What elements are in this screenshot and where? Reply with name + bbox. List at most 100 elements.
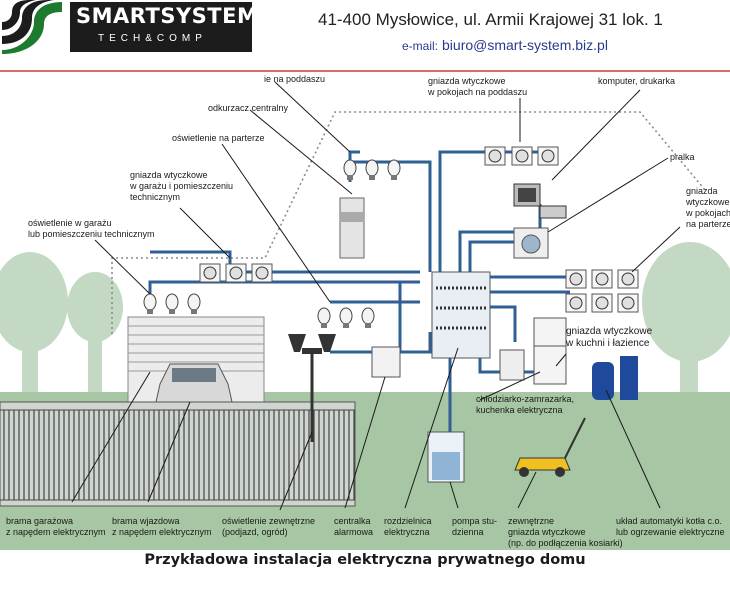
kitchen-appliances xyxy=(499,317,567,385)
light-bulb-icon xyxy=(187,293,201,314)
label-vacuum: odkurzacz centralny xyxy=(208,103,289,113)
label-line: oświetlenie zewnętrzne xyxy=(222,516,316,526)
socket-outlet-icon xyxy=(484,146,506,166)
washing-machine xyxy=(513,227,549,259)
lawn-mower xyxy=(514,417,586,477)
socket-outlet-icon xyxy=(251,263,273,283)
label-groundfloor-sockets: gniazda wtyczkowe w pokojach na parterze xyxy=(686,186,730,230)
light-bulb-icon xyxy=(339,307,353,328)
label-line: w pokojach xyxy=(686,208,730,218)
callout-leader-lines xyxy=(71,81,681,511)
alarm-panel xyxy=(371,346,401,378)
label-garage-lighting: oświetlenie w garażu lub pomieszczeniu t… xyxy=(28,218,155,240)
label-line: w garażu i pomieszczeniu xyxy=(130,181,234,191)
company-address: 41-400 Mysłowice, ul. Armii Krajowej 31 … xyxy=(318,10,663,29)
socket-outlet-icon xyxy=(591,269,613,289)
entrance-gate xyxy=(0,401,356,507)
socket-outlet-icon xyxy=(537,146,559,166)
label-washer: pralka xyxy=(670,152,695,162)
socket-outlet-icon xyxy=(565,269,587,289)
label-line: lub ogrzewanie elektryczne xyxy=(616,527,725,537)
light-bulb-icon xyxy=(165,293,179,314)
label-fridge-stove: chłodziarko-zamrazarka, kuchenka elektry… xyxy=(476,394,574,416)
label-line: technicznym xyxy=(130,192,181,202)
light-bulb-icon xyxy=(343,159,357,180)
label-line: gniazda wtyczkowe xyxy=(428,76,506,86)
wiring xyxy=(148,150,570,432)
label-line: lub pomieszczeniu technicznym xyxy=(28,229,155,239)
light-bulb-icon xyxy=(143,293,157,314)
header: SMARTSYSTEM TECH&COMP 41-400 Mysłowice, … xyxy=(0,0,730,70)
label-line: zewnętrzne xyxy=(508,516,555,526)
label-outdoor-lighting: oświetlenie zewnętrzne (podjazd, ogród) xyxy=(222,516,315,538)
label-line: chłodziarko-zamrazarka, xyxy=(476,394,575,404)
label-line: z napędem elektrycznym xyxy=(112,527,212,537)
light-bulb-icon xyxy=(361,307,375,328)
label-line: z napędem elektrycznym xyxy=(6,527,106,537)
label-line: centralka xyxy=(334,516,371,526)
logo-wordmark: SMARTSYSTEM TECH&COMP xyxy=(70,2,258,52)
label-line: na parterze xyxy=(686,219,730,229)
car xyxy=(155,363,233,403)
label-computer: komputer, drukarka xyxy=(598,76,676,86)
label-well-pump: pompa stu- dzienna xyxy=(452,516,497,538)
logo-sub-text: TECH&COMP xyxy=(98,33,207,44)
label-line: w pokojach na poddaszu xyxy=(428,87,528,97)
label-kitchen-sockets: gniazda wtyczkowe w kuchni i łazience xyxy=(566,326,652,350)
diagram-caption: Przykładowa instalacja elektryczna prywa… xyxy=(144,552,586,568)
label-attic-lighting: ie na poddaszu xyxy=(264,74,326,84)
label-line: układ automatyki kotła c.o. xyxy=(616,516,723,526)
label-line: dzienna xyxy=(452,527,484,537)
well-pump xyxy=(427,431,465,483)
company-logo: SMARTSYSTEM TECH&COMP xyxy=(0,0,258,54)
label-distribution-board: rozdzielnica elektryczna xyxy=(384,516,432,538)
label-line: oświetlenie w garażu xyxy=(28,218,112,228)
central-vacuum xyxy=(339,197,365,259)
label-attic-sockets: gniazda wtyczkowe w pokojach na poddaszu xyxy=(428,76,527,98)
distribution-board xyxy=(431,271,491,359)
socket-outlets xyxy=(199,146,639,313)
computer-printer xyxy=(513,183,567,219)
light-bulbs xyxy=(143,159,401,328)
label-groundfloor-lighting: oświetlenie na parterze xyxy=(172,133,265,143)
label-outdoor-sockets: zewnętrzne gniazda wtyczkowe (np. do pod… xyxy=(508,516,623,549)
label-line: wtyczkowe xyxy=(686,197,730,207)
boiler-unit xyxy=(592,356,638,400)
label-line: pompa stu- xyxy=(452,516,498,526)
label-line: (podjazd, ogród) xyxy=(222,527,288,537)
socket-outlet-icon xyxy=(617,269,639,289)
house-installation-diagram xyxy=(0,81,730,550)
label-boiler: układ automatyki kotła c.o. lub ogrzewan… xyxy=(616,516,725,538)
socket-outlet-icon xyxy=(591,293,613,313)
label-line: gniazda wtyczkowe xyxy=(566,326,653,337)
email-label: e-mail: xyxy=(402,39,439,53)
label-entrance-gate: brama wjazdowa z napędem elektrycznym xyxy=(112,516,212,538)
contact-email: e-mail:biuro@smart-system.biz.pl xyxy=(402,37,608,53)
socket-outlet-icon xyxy=(199,263,221,283)
socket-outlet-icon xyxy=(565,293,587,313)
light-bulb-icon xyxy=(387,159,401,180)
label-line: brama garażowa xyxy=(6,516,74,526)
label-line: kuchenka elektryczna xyxy=(476,405,563,415)
label-line: brama wjazdowa xyxy=(112,516,180,526)
logo-s-mark-icon xyxy=(0,0,64,54)
label-alarm: centralka alarmowa xyxy=(334,516,373,538)
socket-outlet-icon xyxy=(617,293,639,313)
label-garage-gate: brama garażowa z napędem elektrycznym xyxy=(6,516,106,538)
header-divider xyxy=(0,70,730,72)
label-line: alarmowa xyxy=(334,527,374,537)
label-line: gniazda wtyczkowe xyxy=(130,170,208,180)
socket-outlet-icon xyxy=(225,263,247,283)
label-line: elektryczna xyxy=(384,527,430,537)
light-bulb-icon xyxy=(365,159,379,180)
label-garage-sockets: gniazda wtyczkowe w garażu i pomieszczen… xyxy=(130,170,233,203)
socket-outlet-icon xyxy=(511,146,533,166)
label-line: gniazda xyxy=(686,186,718,196)
label-line: gniazda wtyczkowe xyxy=(508,527,586,537)
label-line: w kuchni i łazience xyxy=(566,338,650,349)
email-address[interactable]: biuro@smart-system.biz.pl xyxy=(442,37,608,53)
logo-main-text: SMARTSYSTEM xyxy=(76,4,259,28)
label-line: (np. do podłączenia kosiarki) xyxy=(508,538,623,548)
label-line: rozdzielnica xyxy=(384,516,432,526)
outdoor-lamp xyxy=(288,334,336,442)
